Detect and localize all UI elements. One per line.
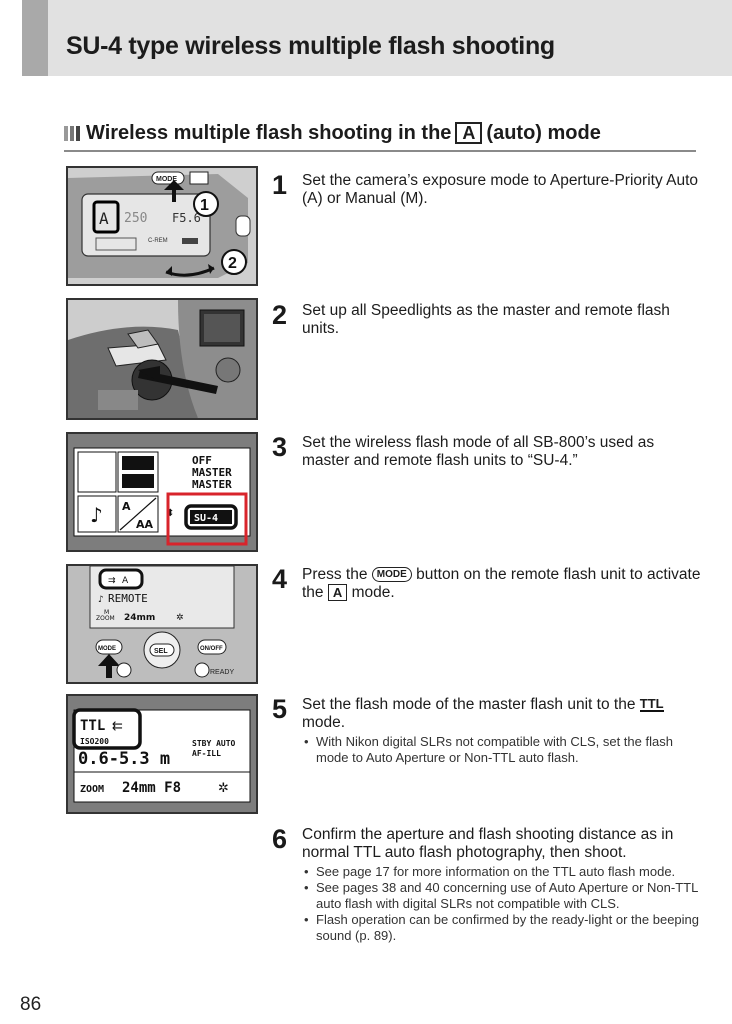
ttl-mode-icon: TTL	[639, 696, 664, 713]
section-rule	[64, 150, 696, 152]
auto-mode-box: A	[455, 122, 483, 144]
mode-button-label: MODE	[156, 176, 177, 183]
svg-text:✲: ✲	[176, 613, 184, 623]
svg-text:⬍: ⬍	[166, 508, 174, 519]
step-text-part: mode.	[302, 714, 346, 731]
section-heading-prefix: Wireless multiple flash shooting in the	[86, 122, 452, 144]
note-item: See page 17 for more information on the …	[302, 864, 702, 880]
svg-text:♪: ♪	[98, 595, 104, 605]
lcd-shutter: 250	[124, 211, 147, 226]
lcd-a: A	[122, 500, 131, 513]
lcd-distance: 0.6-5.3 m	[78, 749, 170, 769]
figure-wireless-menu: OFF MASTER MASTER ♪ A AA ⬍ SU-4	[66, 432, 258, 552]
lcd-stby: STBY AUTO	[192, 739, 236, 748]
lcd-remote: REMOTE	[108, 592, 148, 605]
lcd-mode: A	[99, 209, 109, 228]
step-text-part: mode.	[351, 584, 395, 601]
step-notes: See page 17 for more information on the …	[302, 864, 702, 944]
step-3: 3 Set the wireless flash mode of all SB-…	[272, 432, 702, 470]
lcd-aperture: F5.6	[172, 211, 201, 225]
mode-button-icon: MODE	[371, 567, 412, 583]
lcd-label: C-REM	[148, 238, 168, 244]
lcd-afill: AF-ILL	[192, 749, 221, 758]
btn-mode-label: MODE	[98, 646, 116, 652]
step-number: 3	[272, 432, 288, 462]
figure-speedlight-setup	[66, 298, 258, 420]
svg-text:✲: ✲	[218, 781, 229, 796]
callout-1: 1	[200, 197, 209, 214]
lcd-focal: 24mm F8	[122, 780, 181, 796]
section-heading-suffix: (auto) mode	[486, 122, 601, 144]
step-4: 4 Press the MODE button on the remote fl…	[272, 564, 702, 602]
lcd-top-icon: A	[122, 576, 129, 586]
svg-text:⇇: ⇇	[112, 719, 123, 734]
lcd-ttl: TTL	[80, 718, 105, 734]
note-item: See pages 38 and 40 concerning use of Au…	[302, 880, 702, 912]
lcd-focal: 24mm	[124, 613, 155, 623]
btn-onoff-label: ON/OFF	[200, 646, 223, 652]
header-band	[22, 0, 732, 76]
step-number: 2	[272, 300, 288, 330]
callout-2: 2	[228, 255, 237, 272]
svg-text:⇉: ⇉	[108, 576, 116, 586]
step-number: 5	[272, 694, 288, 724]
step-number: 6	[272, 824, 288, 854]
step-text-part: Press the	[302, 566, 368, 583]
section-marker-icon	[64, 122, 82, 145]
menu-off: OFF	[192, 454, 212, 467]
note-item: Flash operation can be confirmed by the …	[302, 912, 702, 944]
lcd-zoom: ZOOM	[80, 784, 104, 795]
lcd-zoom: ZOOM	[96, 615, 115, 622]
header-tab	[22, 0, 48, 76]
figure-remote-panel: ⇉ A ♪ REMOTE M ZOOM 24mm ✲ MODE SEL ON/O…	[66, 564, 258, 684]
step-text: Confirm the aperture and flash shooting …	[302, 826, 674, 861]
step-text: Set up all Speedlights as the master and…	[302, 302, 670, 337]
step-text-part: button on the remote flash unit to activ…	[302, 566, 701, 601]
step-2: 2 Set up all Speedlights as the master a…	[272, 300, 702, 338]
ready-label: READY	[210, 669, 234, 676]
auto-mode-icon: A	[327, 584, 348, 602]
step-5: 5 Set the flash mode of the master flash…	[272, 694, 702, 766]
step-6: 6 Confirm the aperture and flash shootin…	[272, 824, 702, 944]
step-text: Set the flash mode of the master flash u…	[302, 696, 702, 732]
lcd-iso: ISO200	[80, 737, 109, 746]
step-number: 1	[272, 170, 288, 200]
step-text: Set the wireless flash mode of all SB-80…	[302, 434, 655, 469]
btn-sel-label: SEL	[154, 648, 168, 655]
menu-selected: SU-4	[194, 513, 218, 524]
note-item: With Nikon digital SLRs not compatible w…	[302, 734, 702, 766]
step-text: Press the MODE button on the remote flas…	[302, 566, 702, 602]
step-notes: With Nikon digital SLRs not compatible w…	[302, 734, 702, 766]
step-text: Set the camera’s exposure mode to Apertu…	[302, 172, 699, 207]
step-text-part: Set the flash mode of the master flash u…	[302, 696, 636, 713]
figure-master-lcd: TTL ⇇ ISO200 0.6-5.3 m STBY AUTO AF-ILL …	[66, 694, 258, 814]
svg-text:♪: ♪	[90, 503, 103, 527]
page-number: 86	[20, 994, 42, 1015]
step-1: 1 Set the camera’s exposure mode to Aper…	[272, 170, 702, 208]
lcd-aa: AA	[136, 518, 154, 531]
page-title: SU-4 type wireless multiple flash shooti…	[66, 32, 555, 60]
step-number: 4	[272, 564, 288, 594]
menu-master-1: MASTER	[192, 466, 232, 479]
figure-camera-mode: A 250 F5.6 C-REM MODE 1 2	[66, 166, 258, 286]
lcd-m: M	[104, 609, 109, 616]
menu-master-2: MASTER	[192, 478, 232, 491]
